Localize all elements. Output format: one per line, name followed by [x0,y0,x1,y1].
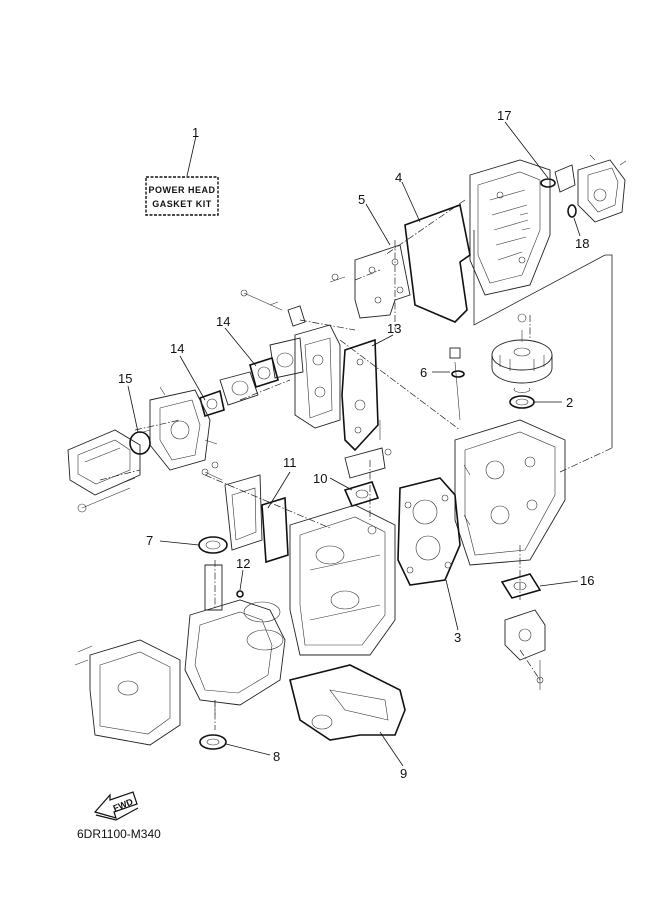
head-cover-gasket [404,203,471,323]
callout-13: 13 [387,321,401,336]
anode-assembly [449,347,465,421]
kit-label-line1: POWER HEAD [148,185,215,195]
carb-spacer [219,371,259,406]
carburetor [139,386,219,471]
gasket-kit-label: POWER HEAD GASKET KIT [145,135,219,216]
callout-7: 7 [146,533,153,548]
jacket-bolt-head [201,468,209,476]
callout-2: 2 [566,395,573,410]
water-pump [504,609,546,690]
cylinder-head-gasket [397,477,461,586]
intake-silencer [67,429,141,496]
callout-10: 10 [313,471,327,486]
callout-18: 18 [575,236,589,251]
crankcase-cover [74,639,181,746]
silencer-o-ring [129,431,151,455]
reference-lines [99,199,613,730]
flywheel [491,313,553,384]
callout-12: 12 [236,556,250,571]
manifold-gasket-holes [354,358,366,434]
callout-11: 11 [283,455,297,470]
carb-gasket-upper [249,356,279,389]
crankshaft [184,564,286,715]
callout-17: 17 [497,108,511,123]
water-jacket-gasket [261,496,289,564]
retainer-clip [513,387,531,393]
kit-label-line2: GASKET KIT [152,199,212,209]
callout-8: 8 [273,749,280,764]
callout-9: 9 [400,766,407,781]
head-gasket-bores [404,494,452,574]
dowel-pin [236,590,244,598]
exhaust-cover [343,420,392,507]
diagram-code: 6DR1100-M340 [77,827,161,841]
callout-15: 15 [118,371,132,386]
crankcase-gasket-holes [311,689,389,730]
intake-manifold [269,324,341,429]
callout-14-upper: 14 [216,314,230,329]
cover-plate [329,244,411,319]
carb-gasket-lower-bore [206,398,218,410]
crankcase-gasket [289,664,406,741]
carb-gasket-lower [199,389,225,418]
callout-numbers: 1 2 3 4 5 6 7 8 9 10 11 12 13 14 14 15 1… [118,108,594,781]
o-ring-18 [567,204,577,218]
o-ring-17 [540,178,556,188]
water-jacket-cover [224,474,263,551]
callout-14-lower: 14 [170,341,184,356]
bolt-set [240,289,306,327]
cylinder-block [289,504,396,656]
oil-seal-lower [199,734,227,750]
manifold-gasket [341,338,379,452]
callout-leaders [127,121,581,767]
oil-seal-2 [509,395,535,409]
carb-gasket-upper-bore [257,366,271,380]
water-pump-gasket-bore [513,581,527,591]
forward-arrow: FWD [93,791,139,821]
callout-4: 4 [395,170,402,185]
assembly-frame [473,230,613,448]
callout-3: 3 [454,630,461,645]
callout-5: 5 [358,192,365,207]
cylinder-head-cover [469,159,551,296]
callout-16: 16 [580,573,594,588]
silencer-bolts [77,477,136,513]
oil-seal-upper [198,536,228,554]
callout-6: 6 [420,365,427,380]
cylinder-head [454,419,566,566]
callout-1: 1 [192,125,199,140]
thermostat-housing [554,154,627,223]
water-pump-gasket [500,573,542,599]
